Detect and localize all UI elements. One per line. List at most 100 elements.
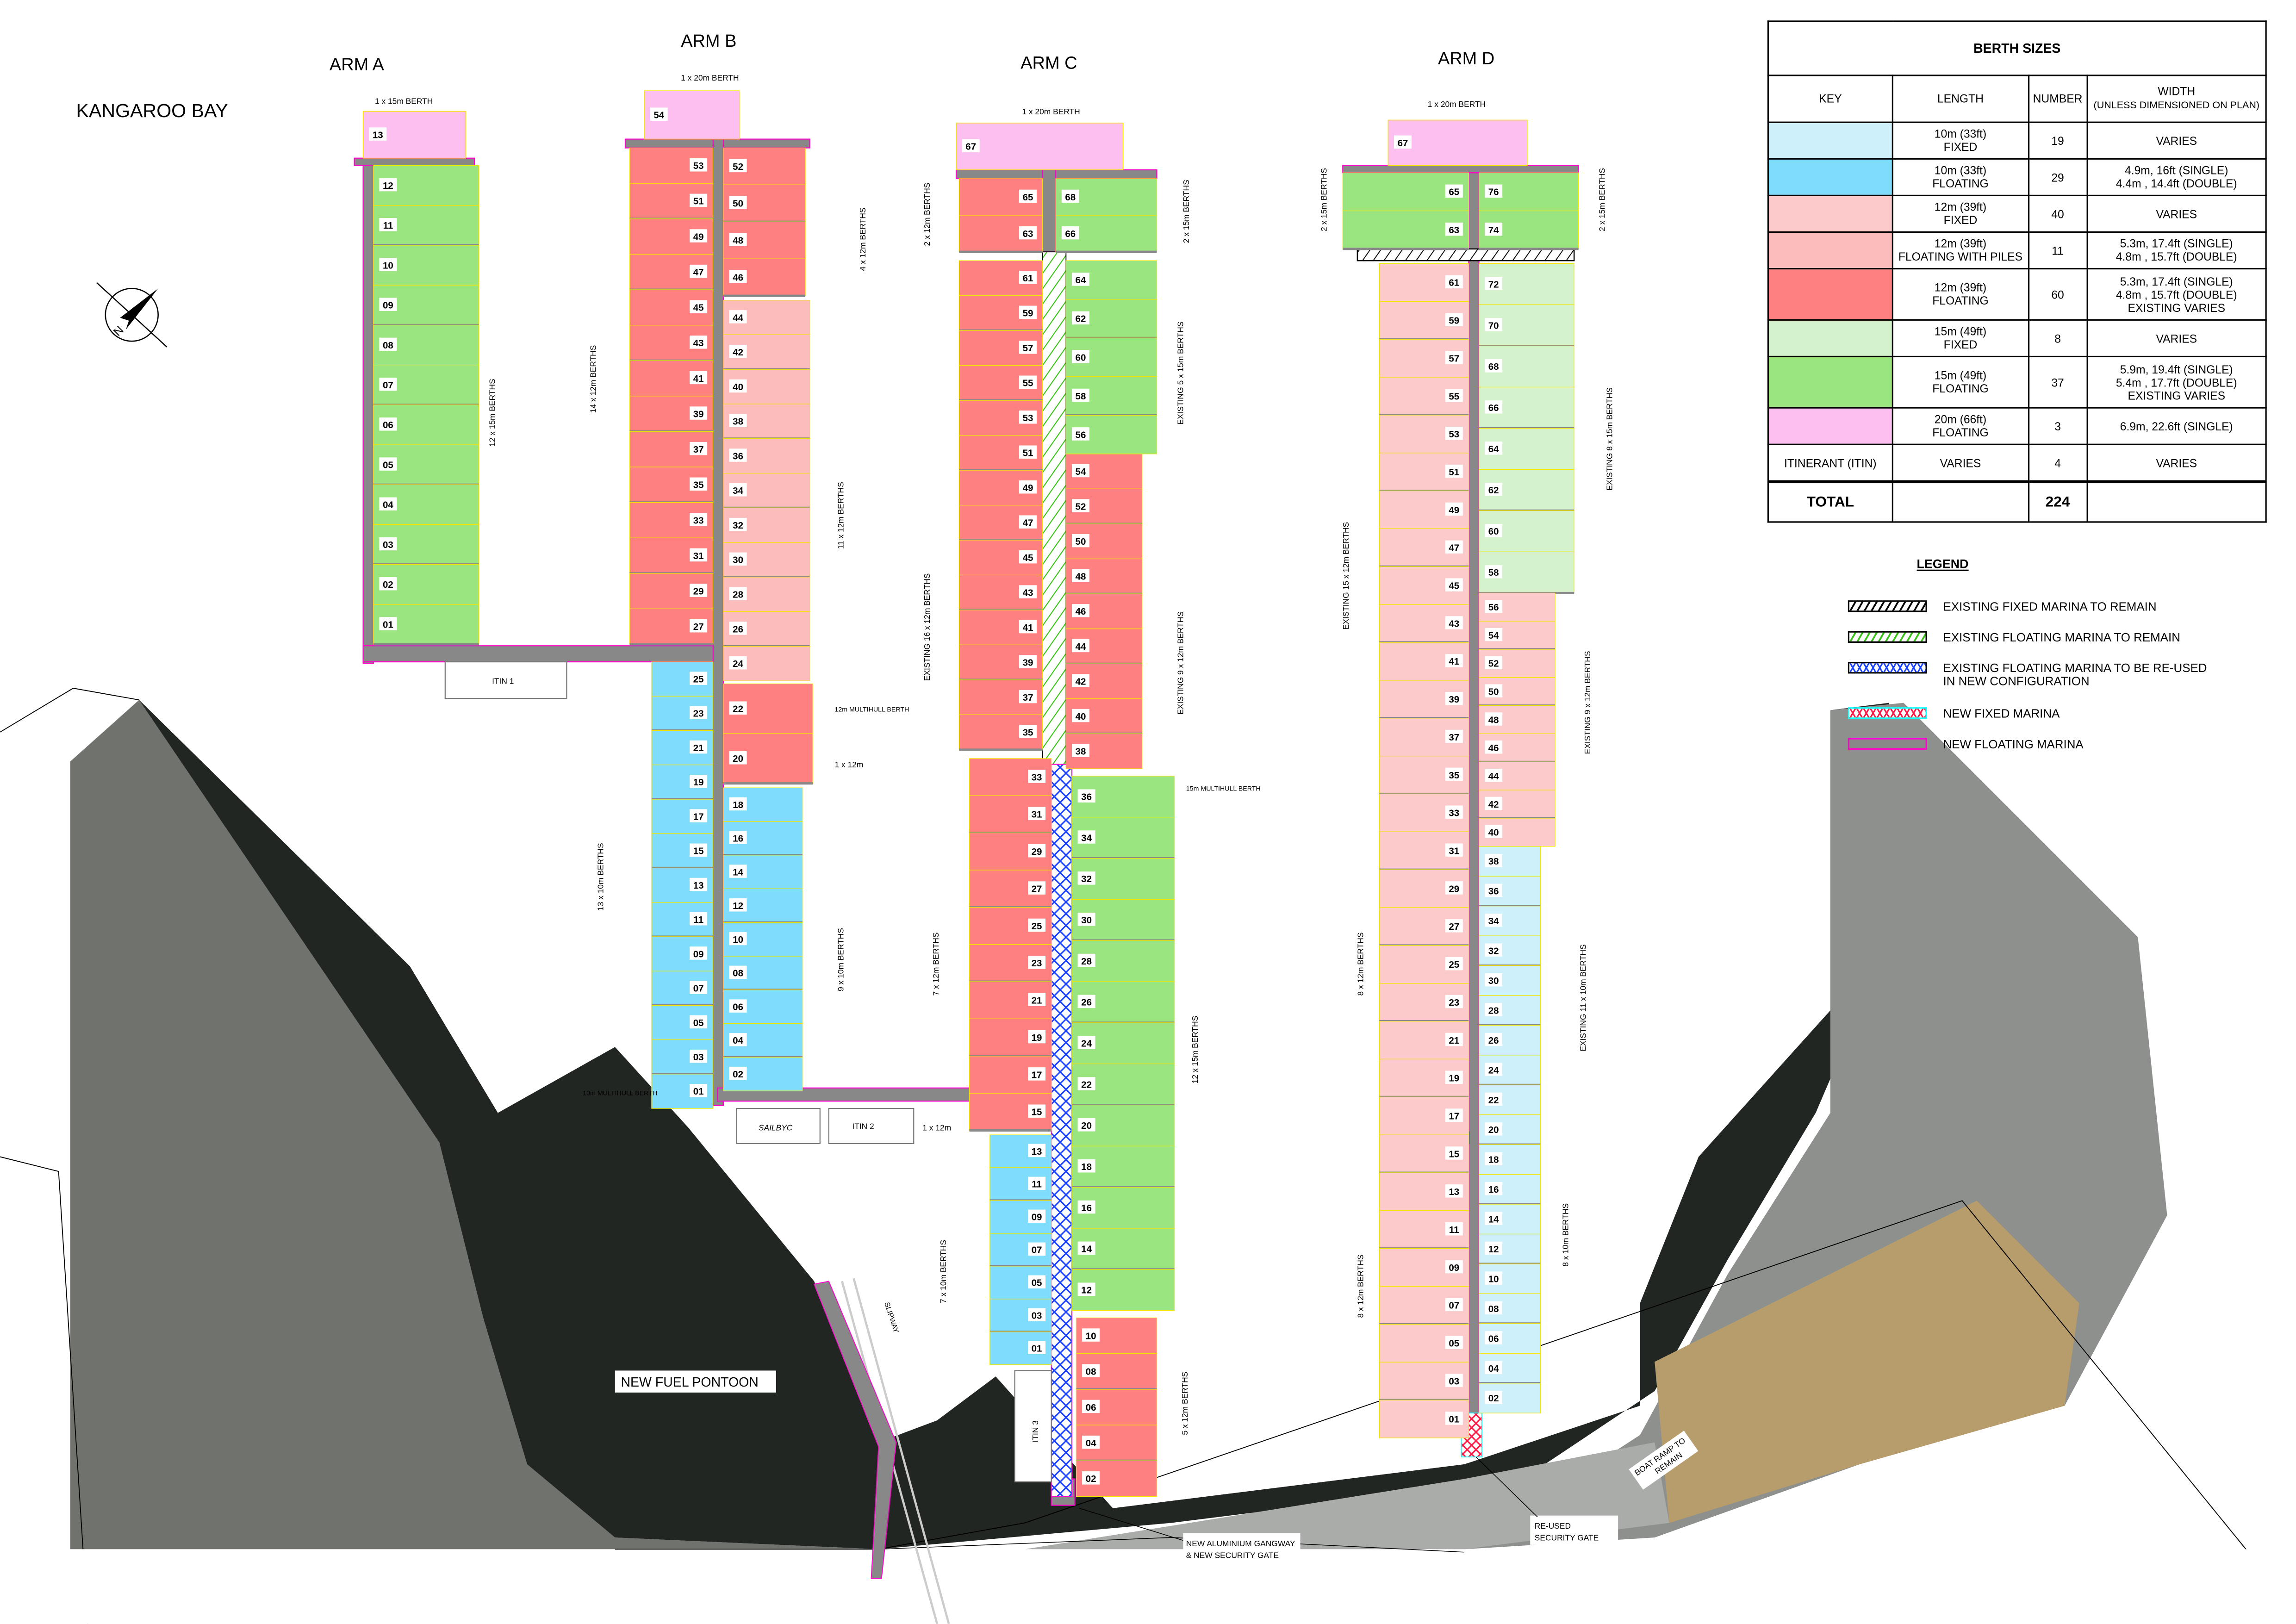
berth-d-21[interactable]: 21	[1379, 1020, 1469, 1060]
berth-c-40[interactable]: 40	[1065, 698, 1143, 735]
berth-c-51[interactable]: 51	[958, 435, 1043, 472]
berth-d-34[interactable]: 34	[1478, 905, 1541, 936]
berth-b-50[interactable]: 50	[723, 184, 806, 223]
berth-d-40[interactable]: 40	[1478, 818, 1556, 847]
berth-d-70[interactable]: 70	[1478, 304, 1574, 348]
berth-d-32[interactable]: 32	[1478, 935, 1541, 967]
berth-c-09[interactable]: 09	[989, 1200, 1052, 1234]
berth-d-48[interactable]: 48	[1478, 705, 1556, 734]
berth-b-51[interactable]: 51	[629, 183, 714, 220]
berth-b-45[interactable]: 45	[629, 289, 714, 326]
berth-c-14[interactable]: 14	[1071, 1228, 1175, 1271]
berth-b-32[interactable]: 32	[723, 507, 810, 543]
berth-a-02[interactable]: 02	[373, 564, 479, 605]
berth-c-06[interactable]: 06	[1076, 1389, 1157, 1425]
berth-b-08[interactable]: 08	[723, 956, 803, 991]
berth-c-55[interactable]: 55	[958, 365, 1043, 402]
berth-b-06[interactable]: 06	[723, 989, 803, 1024]
berth-d-03[interactable]: 03	[1379, 1362, 1469, 1401]
berth-b-47[interactable]: 47	[629, 254, 714, 291]
berth-c-35[interactable]: 35	[958, 714, 1043, 751]
berth-b-14[interactable]: 14	[723, 855, 803, 890]
berth-d-37[interactable]: 37	[1379, 718, 1469, 757]
berth-c-65[interactable]: 65	[958, 178, 1043, 216]
berth-d-09[interactable]: 09	[1379, 1248, 1469, 1287]
berth-b-10[interactable]: 10	[723, 922, 803, 957]
berth-c-44[interactable]: 44	[1065, 628, 1143, 665]
berth-c-43[interactable]: 43	[958, 574, 1043, 611]
berth-b-40[interactable]: 40	[723, 369, 810, 404]
berth-c-64[interactable]: 64	[1065, 260, 1157, 300]
berth-d-11[interactable]: 11	[1379, 1210, 1469, 1250]
berth-c-25[interactable]: 25	[969, 907, 1052, 945]
berth-a-01[interactable]: 01	[373, 604, 479, 646]
berth-b-31[interactable]: 31	[629, 537, 714, 575]
berth-c-05[interactable]: 05	[989, 1266, 1052, 1300]
berth-d-36[interactable]: 36	[1478, 876, 1541, 908]
berth-c-36[interactable]: 36	[1071, 776, 1175, 818]
berth-a-12[interactable]: 12	[373, 165, 479, 206]
berth-c-59[interactable]: 59	[958, 295, 1043, 332]
berth-b-28[interactable]: 28	[723, 577, 810, 612]
berth-a-10[interactable]: 10	[373, 245, 479, 286]
berth-c-63[interactable]: 63	[958, 215, 1043, 253]
berth-d-17[interactable]: 17	[1379, 1096, 1469, 1135]
berth-c-50[interactable]: 50	[1065, 523, 1143, 560]
berth-c-56[interactable]: 56	[1065, 415, 1157, 454]
berth-b-48[interactable]: 48	[723, 221, 806, 259]
berth-b-35[interactable]: 35	[629, 467, 714, 504]
berth-b-20[interactable]: 20	[723, 733, 813, 785]
berth-b-53[interactable]: 53	[629, 147, 714, 184]
berth-d-52[interactable]: 52	[1478, 649, 1556, 678]
berth-c-19[interactable]: 19	[969, 1018, 1052, 1058]
berth-b-36[interactable]: 36	[723, 438, 810, 474]
berth-c-57[interactable]: 57	[958, 330, 1043, 366]
berth-b-33[interactable]: 33	[629, 502, 714, 538]
berth-c-48[interactable]: 48	[1065, 558, 1143, 595]
head-berth-a[interactable]: 13	[362, 111, 466, 159]
berth-d-60[interactable]: 60	[1478, 510, 1574, 553]
berth-d-35[interactable]: 35	[1379, 755, 1469, 795]
berth-d-58[interactable]: 58	[1478, 551, 1574, 594]
berth-c-61[interactable]: 61	[958, 260, 1043, 296]
berth-d-38[interactable]: 38	[1478, 846, 1541, 877]
berth-b-24[interactable]: 24	[723, 646, 810, 681]
berth-c-29[interactable]: 29	[969, 832, 1052, 871]
berth-c-27[interactable]: 27	[969, 870, 1052, 908]
berth-c-15[interactable]: 15	[969, 1093, 1052, 1132]
berth-c-60[interactable]: 60	[1065, 337, 1157, 377]
berth-c-24[interactable]: 24	[1071, 1022, 1175, 1064]
berth-d-63[interactable]: 63	[1342, 210, 1469, 250]
berth-b-46[interactable]: 46	[723, 258, 806, 297]
berth-c-41[interactable]: 41	[958, 610, 1043, 646]
berth-b-19[interactable]: 19	[651, 765, 714, 801]
berth-a-08[interactable]: 08	[373, 324, 479, 366]
berth-d-08[interactable]: 08	[1478, 1293, 1541, 1325]
berth-b-05[interactable]: 05	[651, 1005, 714, 1040]
berth-b-43[interactable]: 43	[629, 324, 714, 362]
berth-c-47[interactable]: 47	[958, 504, 1043, 541]
berth-c-17[interactable]: 17	[969, 1056, 1052, 1094]
berth-d-30[interactable]: 30	[1478, 965, 1541, 996]
berth-d-27[interactable]: 27	[1379, 907, 1469, 947]
berth-b-23[interactable]: 23	[651, 696, 714, 732]
berth-d-64[interactable]: 64	[1478, 428, 1574, 470]
berth-a-07[interactable]: 07	[373, 364, 479, 406]
berth-b-44[interactable]: 44	[723, 299, 810, 336]
berth-a-06[interactable]: 06	[373, 404, 479, 445]
berth-c-18[interactable]: 18	[1071, 1145, 1175, 1188]
berth-d-74[interactable]: 74	[1478, 210, 1579, 250]
berth-d-42[interactable]: 42	[1478, 790, 1556, 820]
berth-d-50[interactable]: 50	[1478, 677, 1556, 707]
berth-d-02[interactable]: 02	[1478, 1383, 1541, 1413]
berth-d-56[interactable]: 56	[1478, 592, 1556, 622]
berth-b-09[interactable]: 09	[651, 936, 714, 971]
berth-d-59[interactable]: 59	[1379, 301, 1469, 341]
berth-d-20[interactable]: 20	[1478, 1114, 1541, 1146]
berth-d-66[interactable]: 66	[1478, 386, 1574, 429]
berth-d-43[interactable]: 43	[1379, 604, 1469, 644]
berth-c-37[interactable]: 37	[958, 679, 1043, 716]
berth-b-22[interactable]: 22	[723, 683, 813, 734]
berth-d-22[interactable]: 22	[1478, 1084, 1541, 1115]
berth-b-04[interactable]: 04	[723, 1023, 803, 1058]
